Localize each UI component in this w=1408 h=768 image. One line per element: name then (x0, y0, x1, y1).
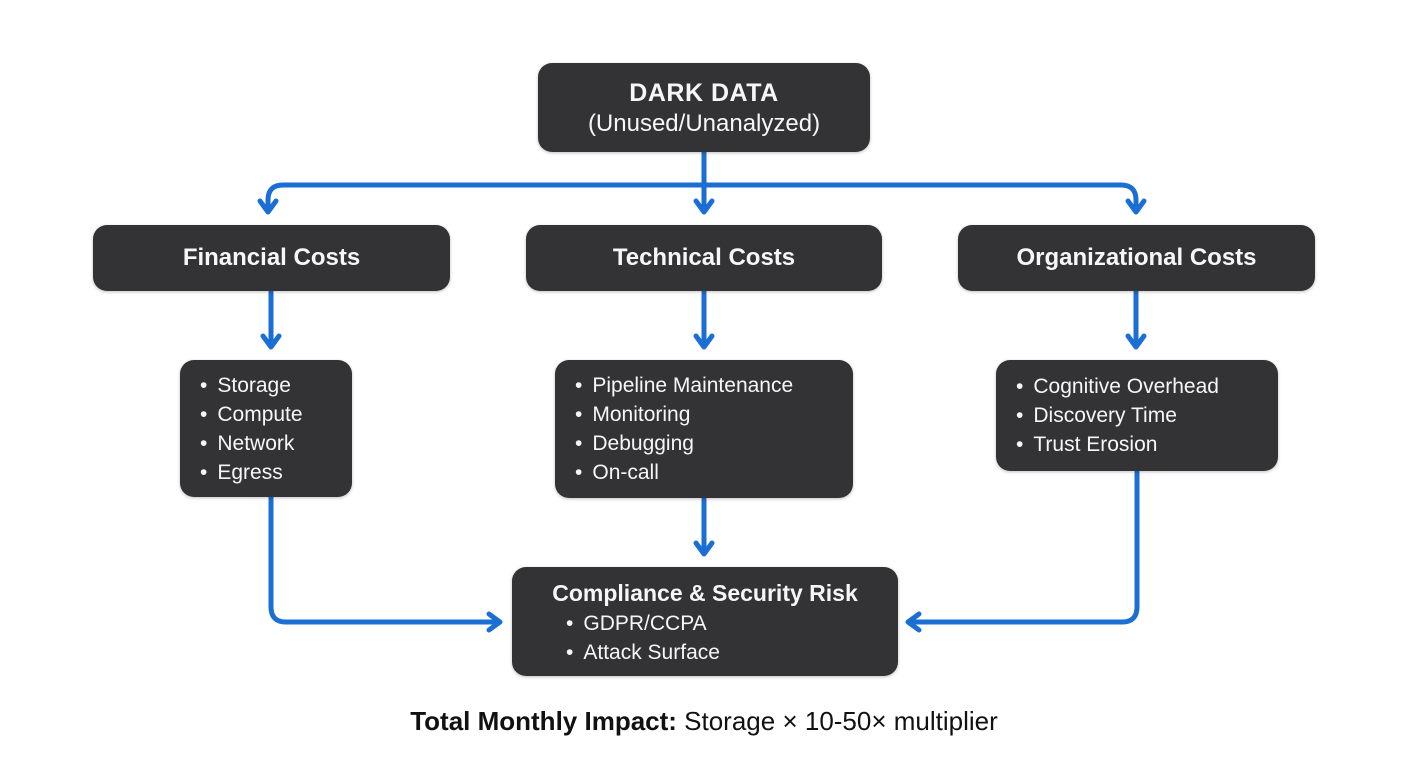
total-monthly-impact-value: Storage × 10-50× multiplier (676, 706, 998, 736)
node-dark-data-title: DARK DATA (629, 78, 779, 107)
node-dark-data: DARK DATA (Unused/Unanalyzed) (538, 63, 870, 152)
node-compliance-security-risk: Compliance & Security Risk GDPR/CCPA Att… (512, 567, 898, 676)
node-technical-costs: Technical Costs (526, 225, 882, 291)
list-item: Network (200, 429, 342, 458)
node-organizational-costs: Organizational Costs (958, 225, 1315, 291)
node-organizational-costs-label: Organizational Costs (1016, 244, 1257, 271)
node-financial-costs: Financial Costs (93, 225, 450, 291)
node-financial-costs-label: Financial Costs (182, 244, 361, 271)
connector-financial-sink (268, 494, 503, 633)
financial-details-list: Storage Compute Network Egress (200, 371, 342, 487)
list-item: Attack Surface (566, 638, 888, 667)
list-item: Trust Erosion (1016, 430, 1268, 459)
node-organizational-details: Cognitive Overhead Discovery Time Trust … (996, 360, 1278, 471)
list-item: Compute (200, 400, 342, 429)
connector-organizational-sink (905, 469, 1140, 633)
node-financial-details: Storage Compute Network Egress (180, 360, 352, 497)
node-compliance-security-risk-title: Compliance & Security Risk (552, 579, 858, 606)
list-item: On-call (575, 458, 843, 487)
list-item: Debugging (575, 429, 843, 458)
list-item: Pipeline Maintenance (575, 371, 843, 400)
list-item: Storage (200, 371, 342, 400)
total-monthly-impact-label: Total Monthly Impact: (410, 706, 677, 736)
list-item: Monitoring (575, 400, 843, 429)
total-monthly-impact-note: Total Monthly Impact: Storage × 10-50× m… (0, 703, 1408, 739)
organizational-details-list: Cognitive Overhead Discovery Time Trust … (1016, 372, 1268, 459)
list-item: GDPR/CCPA (566, 609, 888, 638)
list-item: Discovery Time (1016, 401, 1268, 430)
list-item: Cognitive Overhead (1016, 372, 1268, 401)
node-technical-details: Pipeline Maintenance Monitoring Debuggin… (555, 360, 853, 498)
node-dark-data-subtitle: (Unused/Unanalyzed) (587, 109, 821, 137)
node-technical-costs-label: Technical Costs (612, 244, 796, 271)
technical-details-list: Pipeline Maintenance Monitoring Debuggin… (575, 371, 843, 487)
list-item: Egress (200, 458, 342, 487)
compliance-risk-list: GDPR/CCPA Attack Surface (522, 609, 888, 667)
